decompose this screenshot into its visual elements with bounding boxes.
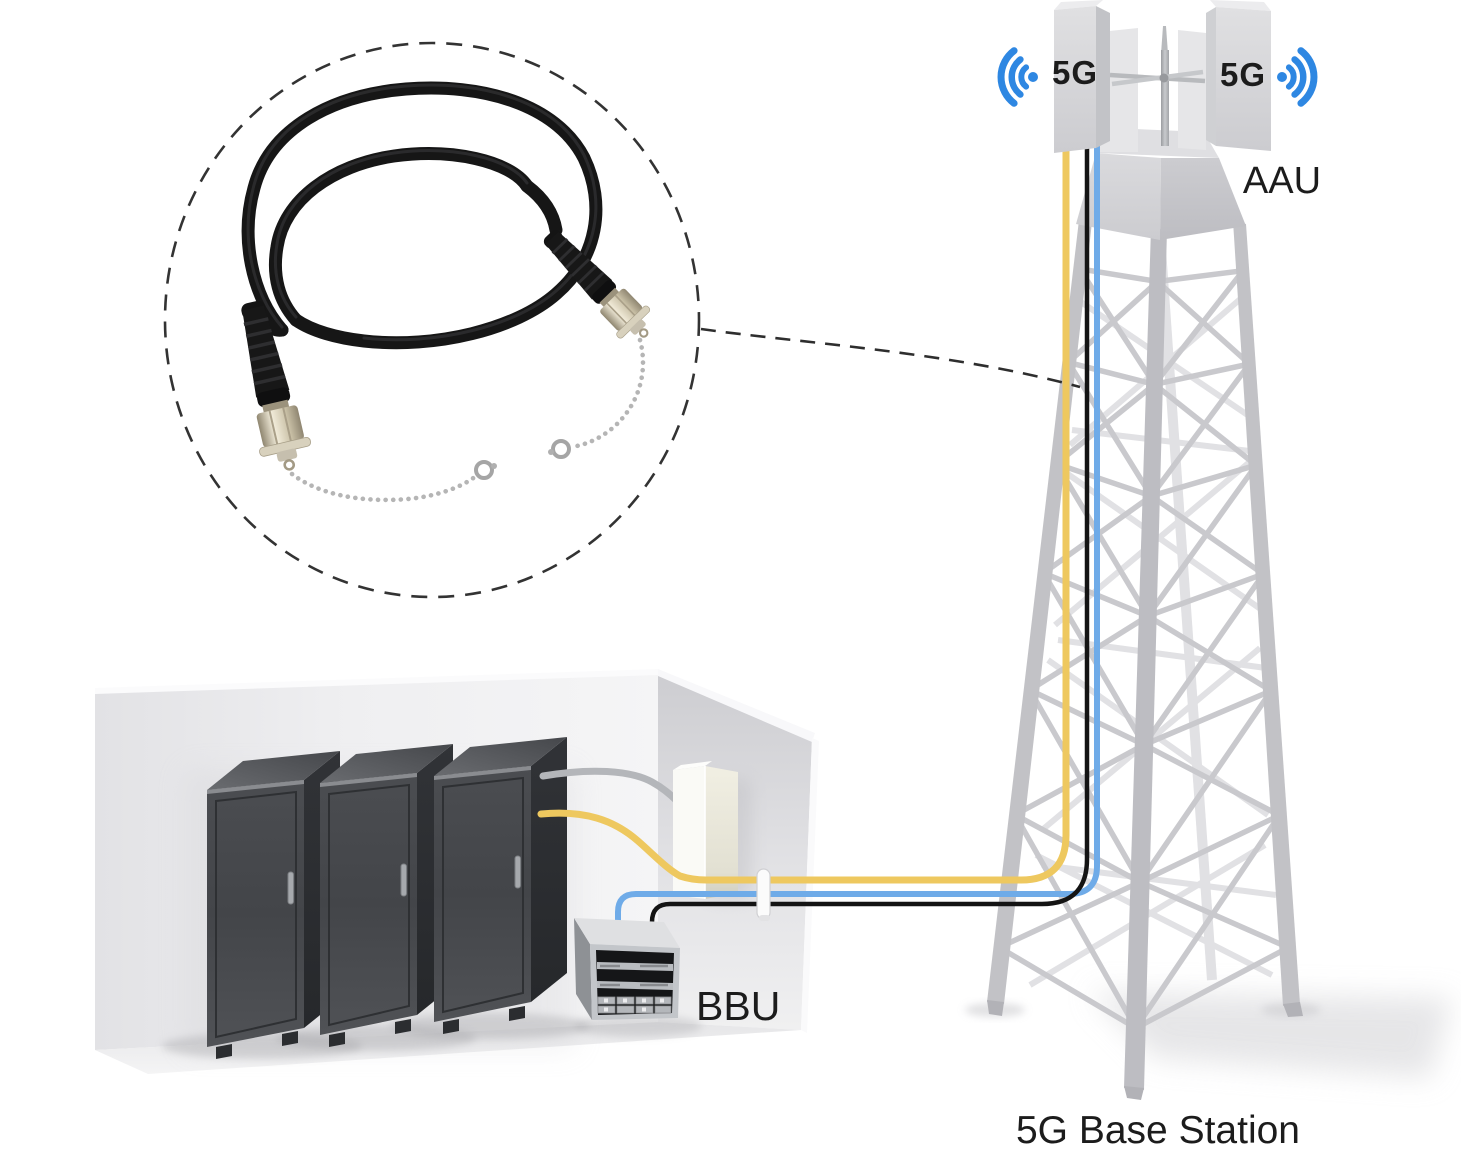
chain-ring-left [474,460,494,480]
black-fiber-cable [649,137,1090,943]
tower-ground-shadow [1090,992,1452,1078]
fiber-cables [537,136,1100,943]
cable-inset [163,41,1081,599]
diagram-labels: AAU BBU 5G Base Station [696,160,1321,1152]
tower-mast [1161,26,1169,146]
cable-clip [756,868,771,921]
lattice-tower [965,128,1452,1100]
cable-coil [241,81,603,350]
connector-chain-left [289,471,479,503]
chain-ring-right [551,439,571,459]
cabinet-handle [514,855,521,889]
bbu-label: BBU [696,983,780,1029]
base-station-label: 5G Base Station [1016,1109,1300,1152]
back-antenna-panel [1178,30,1206,150]
server-cabinet-2 [320,744,453,1047]
signal-waves-left-icon [997,47,1038,107]
aau-assembly: 5G 5G [997,0,1318,153]
signal-waves-right-icon [1277,47,1318,107]
equipment-room [95,669,819,1074]
bbu-unit [574,918,680,1020]
fiber-patch-cable-photo [224,81,664,503]
cabinet-handle [287,871,294,905]
panel-label: 5G [1052,54,1098,91]
grey-jumper-cable [539,767,682,806]
connector-chain-right [568,337,646,450]
panel-label: 5G [1220,56,1266,93]
dashed-inset-circle [163,41,701,599]
cabinet-handle [400,863,407,897]
mast-crossarms [1109,69,1206,87]
yellow-fiber-cable [537,136,1070,884]
server-cabinet-3 [434,737,567,1034]
aau-panel-right: 5G [1206,0,1271,151]
wall-junction-box [673,761,752,900]
inset-pointer-line [700,327,1081,389]
aau-panel-left: 5G [1052,0,1110,153]
blue-fiber-cable [615,142,1100,927]
aau-label: AAU [1243,160,1321,202]
